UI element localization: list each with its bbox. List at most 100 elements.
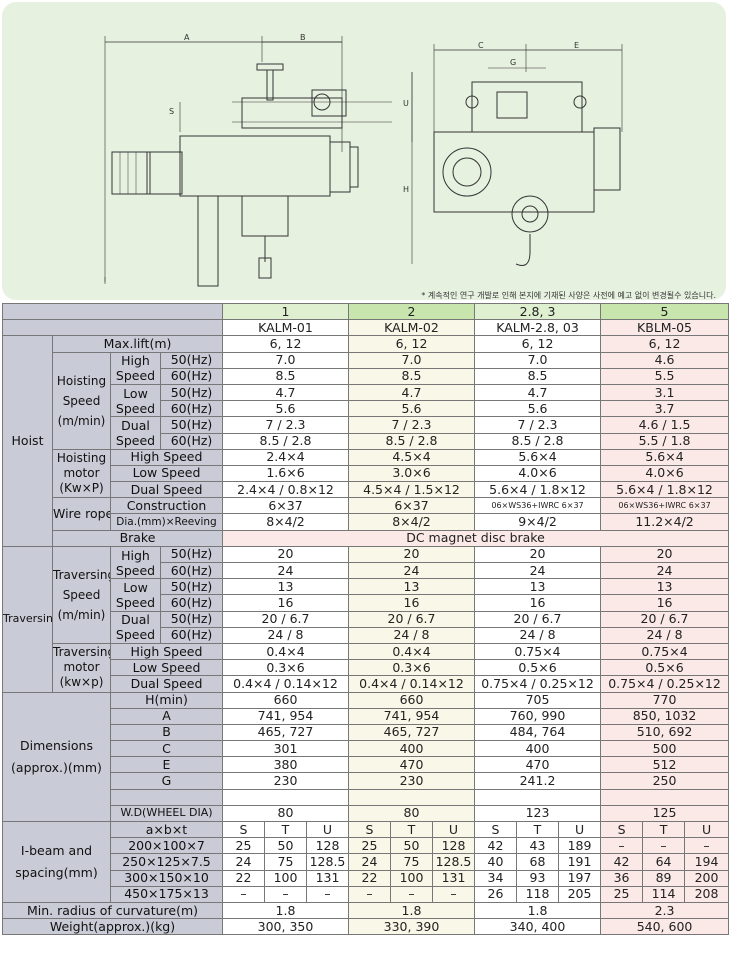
- cell: 0.4×4: [348, 642, 475, 661]
- cell: 131: [306, 869, 349, 887]
- cell: 7.0: [348, 351, 475, 369]
- row-trav-dual-50: Dual Speed 50(Hz) 20 / 6.7 20 / 6.7 20 /…: [3, 610, 730, 644]
- cell: 7.0: [222, 351, 349, 369]
- cell: 06×WS36+IWRC 6×37: [473, 497, 602, 515]
- cell: 5.6×4: [600, 448, 730, 466]
- label-max-lift: Max.lift(m): [52, 335, 223, 353]
- cell: 8.5 / 2.8: [222, 432, 349, 450]
- cell: 22: [348, 869, 391, 887]
- label-high-speed: High Speed: [110, 448, 223, 466]
- dim-label-b: B: [300, 33, 306, 42]
- cell: 3.1: [600, 383, 730, 402]
- cell: –: [600, 837, 644, 855]
- row-model: KALM-01 KALM-02 KALM-2.8, 03 KBLM-05: [2, 319, 730, 337]
- label-50hz: 50(Hz): [160, 416, 223, 434]
- cell: 64: [642, 853, 686, 871]
- row-trav-low-50: Low Speed 50(Hz) 13 13 13 13: [3, 578, 730, 612]
- cell: 24: [348, 561, 475, 580]
- cell: 24 / 8: [600, 626, 730, 644]
- cell: 512: [600, 756, 730, 774]
- spec-change-note: * 계속적인 연구 개발로 인해 본지에 기재된 사양은 사전에 예고 없이 변…: [421, 291, 716, 300]
- cell: T: [264, 820, 307, 839]
- row-dim-wd: W.D(WHEEL DIA) 80 80 123 125: [3, 804, 730, 823]
- label-60hz: 60(Hz): [160, 561, 223, 580]
- cell: 25: [222, 837, 265, 855]
- cell: 705: [473, 691, 602, 709]
- cell: 400: [348, 740, 475, 758]
- cell: 5.5 / 1.8: [600, 432, 730, 450]
- cell: 75: [390, 853, 433, 871]
- dim-label-u: U: [403, 99, 409, 108]
- cell: 13: [348, 578, 475, 596]
- label-50hz: 50(Hz): [160, 578, 223, 596]
- row-trav-motor-low: Low Speed 0.3×6 0.3×6 0.5×6 0.5×6: [3, 659, 730, 677]
- cell: 6, 12: [348, 335, 475, 353]
- label-dual-speed: Dual Speed: [110, 416, 161, 450]
- cell: 114: [642, 885, 686, 903]
- cell: 2.4×4 / 0.8×12: [222, 481, 349, 499]
- cell: 380: [222, 756, 349, 774]
- cell: 131: [432, 869, 475, 887]
- cell: 0.75×4: [600, 642, 730, 661]
- label-low-speed: Low Speed: [110, 659, 223, 677]
- cell: 194: [684, 853, 730, 871]
- row-trav-low-60: 60(Hz) 16 16 16 16: [3, 594, 730, 612]
- cell: 760, 990: [473, 707, 602, 725]
- label-blank: [110, 788, 223, 806]
- cell: 20 / 6.7: [222, 610, 349, 628]
- cell: U: [557, 820, 602, 839]
- cell: 8.5 / 2.8: [348, 432, 475, 450]
- row-trav-dual-60: 60(Hz) 24 / 8 24 / 8 24 / 8 24 / 8: [3, 626, 730, 644]
- label-dual-speed: Dual Speed: [110, 675, 223, 693]
- cell: 8.5: [348, 367, 475, 385]
- cell: 24: [348, 853, 391, 871]
- cell: 25: [348, 837, 391, 855]
- cell: 470: [348, 756, 475, 774]
- row-dim-e: E 380 470 470 512: [3, 756, 730, 774]
- cell: 8×4/2: [222, 513, 349, 531]
- cell: 6×37: [348, 497, 475, 515]
- hoist-technical-drawing: A B S U H C E: [104, 33, 623, 287]
- cell: 7 / 2.3: [222, 416, 349, 434]
- capacity-3: 2.8, 3: [473, 302, 602, 321]
- cell: 1.8: [473, 901, 602, 920]
- cell: 1.8: [348, 901, 475, 920]
- label-construction: Construction: [110, 497, 223, 515]
- cell: T: [390, 820, 433, 839]
- cell: 20: [348, 545, 475, 564]
- cell: 3.7: [600, 400, 730, 418]
- cell: 1.8: [222, 901, 349, 920]
- cell: 123: [473, 804, 602, 823]
- cell: [600, 788, 730, 806]
- label-axbxt: a×b×t: [110, 820, 223, 839]
- label-50hz: 50(Hz): [160, 351, 223, 369]
- label-ibeam-size: 450×175×13: [110, 885, 223, 903]
- row-hoist-motor-high: Hoisting motor (Kw×P) High Speed 2.4×4 4…: [3, 448, 730, 499]
- row-weight: Weight(approx.)(kg) 300, 350 330, 390 34…: [2, 918, 730, 936]
- cell: 20: [222, 545, 349, 564]
- row-hoist-low-50: Low Speed 50(Hz) 4.7 4.7 4.7 3.1: [3, 383, 730, 418]
- label-wire-rope: Wire rope: [52, 497, 111, 531]
- cell: 24 / 8: [348, 626, 475, 644]
- dim-label-c: C: [478, 41, 484, 50]
- cell: 230: [348, 772, 475, 790]
- cell: 7 / 2.3: [348, 416, 475, 434]
- cell: 16: [473, 594, 602, 612]
- row-trav-motor-dual: Dual Speed 0.4×4 / 0.14×12 0.4×4 / 0.14×…: [3, 675, 730, 693]
- cell: 465, 727: [348, 723, 475, 742]
- cell: 189: [557, 837, 602, 855]
- cell: 5.5: [600, 367, 730, 385]
- cell: 241.2: [473, 772, 602, 790]
- cell: 36: [600, 869, 644, 887]
- cell: 330, 390: [348, 918, 475, 936]
- row-hoist-motor-low: Low Speed 1.6×6 3.0×6 4.0×6 4.0×6: [3, 464, 730, 483]
- cell: 20: [473, 545, 602, 564]
- cell: 40: [474, 853, 517, 871]
- row-dim-g: G 230 230 241.2 250: [3, 772, 730, 790]
- row-capacity: 1 2 2.8, 3 5: [2, 302, 730, 321]
- label-60hz: 60(Hz): [160, 400, 223, 418]
- cell: 4.7: [222, 383, 349, 402]
- model-2: KALM-02: [348, 319, 475, 337]
- label-traversing: Traversing: [2, 545, 53, 693]
- cell: 11.2×4/2: [600, 513, 730, 531]
